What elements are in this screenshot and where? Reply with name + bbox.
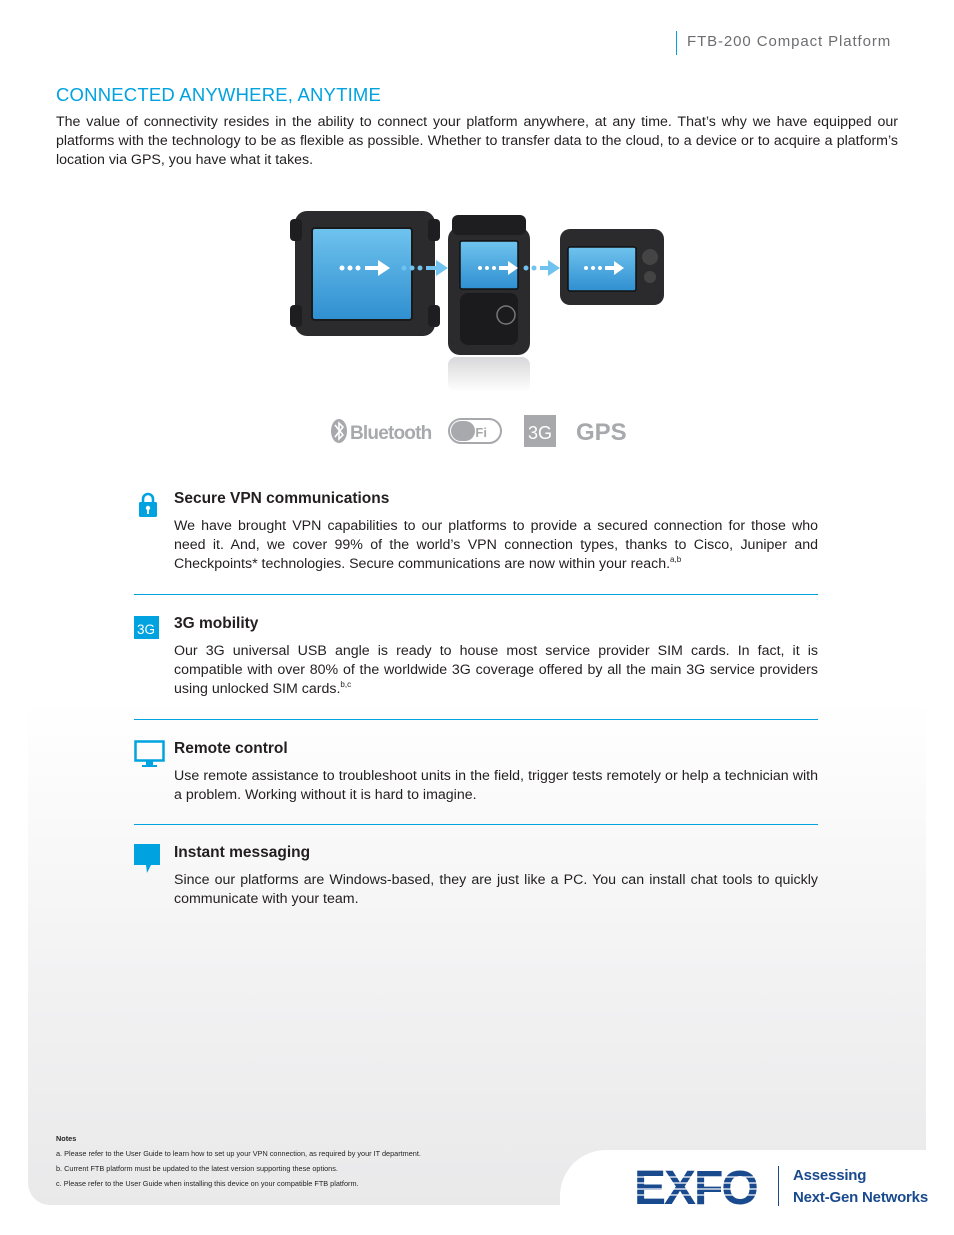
footnotes: Notes a. Please refer to the User Guide … [56, 1131, 421, 1191]
notes-title: Notes [56, 1134, 77, 1143]
footnote-b: b. Current FTB platform must be updated … [56, 1164, 338, 1173]
large-tablet-device [290, 211, 440, 336]
feature-title: 3G mobility [174, 615, 259, 632]
feature-body: Since our platforms are Windows-based, t… [174, 872, 818, 907]
3g-icon: 3G [134, 616, 159, 639]
section-divider [134, 719, 818, 720]
document-header-title: FTB-200 Compact Platform [687, 33, 892, 50]
3g-logo: 3G [524, 415, 556, 447]
bluetooth-label: Bluetooth [350, 423, 432, 444]
feature-title: Instant messaging [174, 844, 311, 861]
padlock-icon [139, 492, 157, 517]
gps-label: GPS [576, 419, 627, 446]
footnote-refs: a,b [670, 555, 682, 564]
footnote-a: a. Please refer to the User Guide to lea… [56, 1149, 421, 1158]
3g-label: 3G [528, 423, 552, 443]
feature-body: We have brought VPN capabilities to our … [174, 518, 818, 572]
speech-bubble-icon [134, 844, 160, 873]
footnote-c: c. Please refer to the User Guide when i… [56, 1179, 359, 1188]
header-divider [676, 31, 677, 55]
tagline-line-1: Assessing [793, 1167, 867, 1184]
footer-panel [560, 1150, 954, 1235]
exfo-logo-text: EXFO [634, 1164, 757, 1208]
tagline-line-2: Next-Gen Networks [793, 1189, 928, 1206]
gps-logo: GPS [576, 419, 627, 446]
section-title: CONNECTED ANYWHERE, ANYTIME [56, 84, 382, 105]
monitor-icon [134, 740, 165, 767]
handheld-device [448, 215, 530, 392]
feature-body: Our 3G universal USB angle is ready to h… [174, 643, 818, 697]
feature-body: Use remote assistance to troubleshoot un… [174, 768, 818, 803]
footnote-refs: b,c [340, 680, 352, 689]
intro-paragraph: The value of connectivity resides in the… [56, 114, 898, 168]
brand-tagline: Assessing Next-Gen Networks [793, 1165, 928, 1209]
page-background-gradient [28, 700, 926, 1205]
feature-title: Secure VPN communications [174, 490, 390, 507]
connectivity-technology-logos: Bluetooth Wi Fi 3G GPS [325, 412, 635, 452]
wifi-label: Wi Fi [456, 425, 487, 440]
bluetooth-logo: Bluetooth [331, 419, 432, 444]
wifi-logo: Wi Fi [448, 418, 502, 444]
connected-devices-illustration [290, 211, 664, 392]
section-divider [134, 824, 818, 825]
exfo-logo: EXFO [634, 1164, 764, 1208]
logo-divider [778, 1166, 779, 1206]
section-divider [134, 594, 818, 595]
feature-title: Remote control [174, 740, 288, 757]
svg-text:3G: 3G [137, 622, 155, 637]
